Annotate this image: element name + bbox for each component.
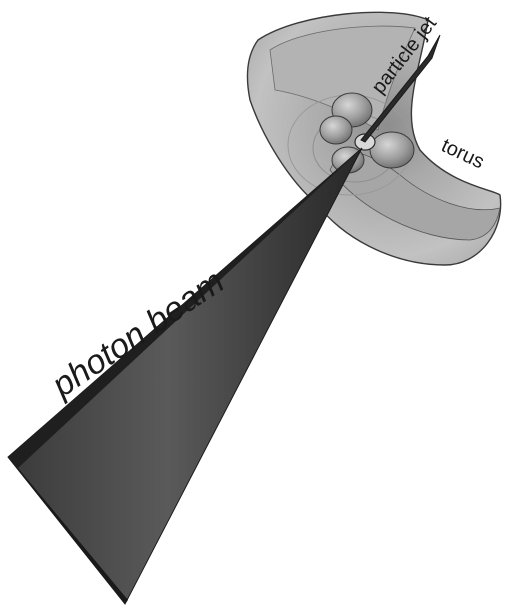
right-lobe — [370, 132, 414, 168]
torus-label: torus — [438, 135, 488, 174]
left-lobe — [320, 116, 352, 144]
